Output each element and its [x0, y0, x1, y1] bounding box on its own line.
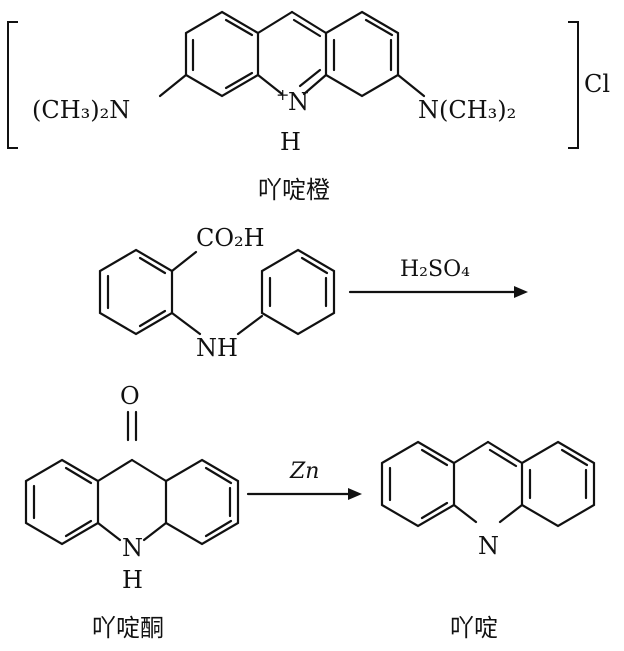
- acridine-nitrogen: N: [478, 532, 499, 560]
- dimethylamino-right: N(CH₃)₂: [418, 96, 516, 124]
- dimethylamino-left: (CH₃)₂N: [32, 96, 130, 124]
- carboxyl-group: CO₂H: [196, 224, 265, 252]
- acridine-orange-structure: (CH₃)₂N N(CH₃)₂ N + H Cl: [7, 10, 610, 156]
- right-ring: [324, 10, 400, 98]
- acridone-structure: O N H: [24, 382, 240, 594]
- n-phenylanthranilic-acid-structure: CO₂H NH: [98, 224, 336, 362]
- acridone-right-ring: [164, 458, 240, 546]
- acridone-hydrogen: H: [122, 566, 143, 594]
- reagent-zinc: Zn: [289, 459, 319, 484]
- reagent-sulfuric-acid: H₂SO₄: [400, 257, 470, 282]
- positive-charge: +: [276, 85, 289, 104]
- ring-nitrogen: N: [288, 88, 309, 116]
- acridone-nitrogen: N: [122, 534, 143, 562]
- ring-hydrogen: H: [280, 128, 301, 156]
- acridine-caption: 吖啶: [450, 614, 498, 642]
- chloride-counter-ion: Cl: [584, 70, 610, 98]
- acridone-caption: 吖啶酮: [92, 614, 164, 642]
- carbonyl-oxygen: O: [120, 382, 140, 410]
- acridine-structure: N: [380, 440, 596, 560]
- phenyl-ring: [260, 248, 336, 336]
- acridine-right-ring: [520, 440, 596, 528]
- acridine-left-ring: [380, 440, 456, 528]
- reaction-arrow-1-head: [514, 286, 528, 298]
- benzoic-ring: [98, 248, 174, 336]
- left-bracket: [7, 21, 18, 149]
- reaction-arrow-2-head: [348, 488, 362, 500]
- amine-group: NH: [196, 334, 238, 362]
- acridone-left-ring: [24, 458, 100, 546]
- right-bracket: [568, 21, 579, 149]
- left-ring: [184, 10, 260, 98]
- acridine-orange-caption: 吖啶橙: [258, 176, 330, 204]
